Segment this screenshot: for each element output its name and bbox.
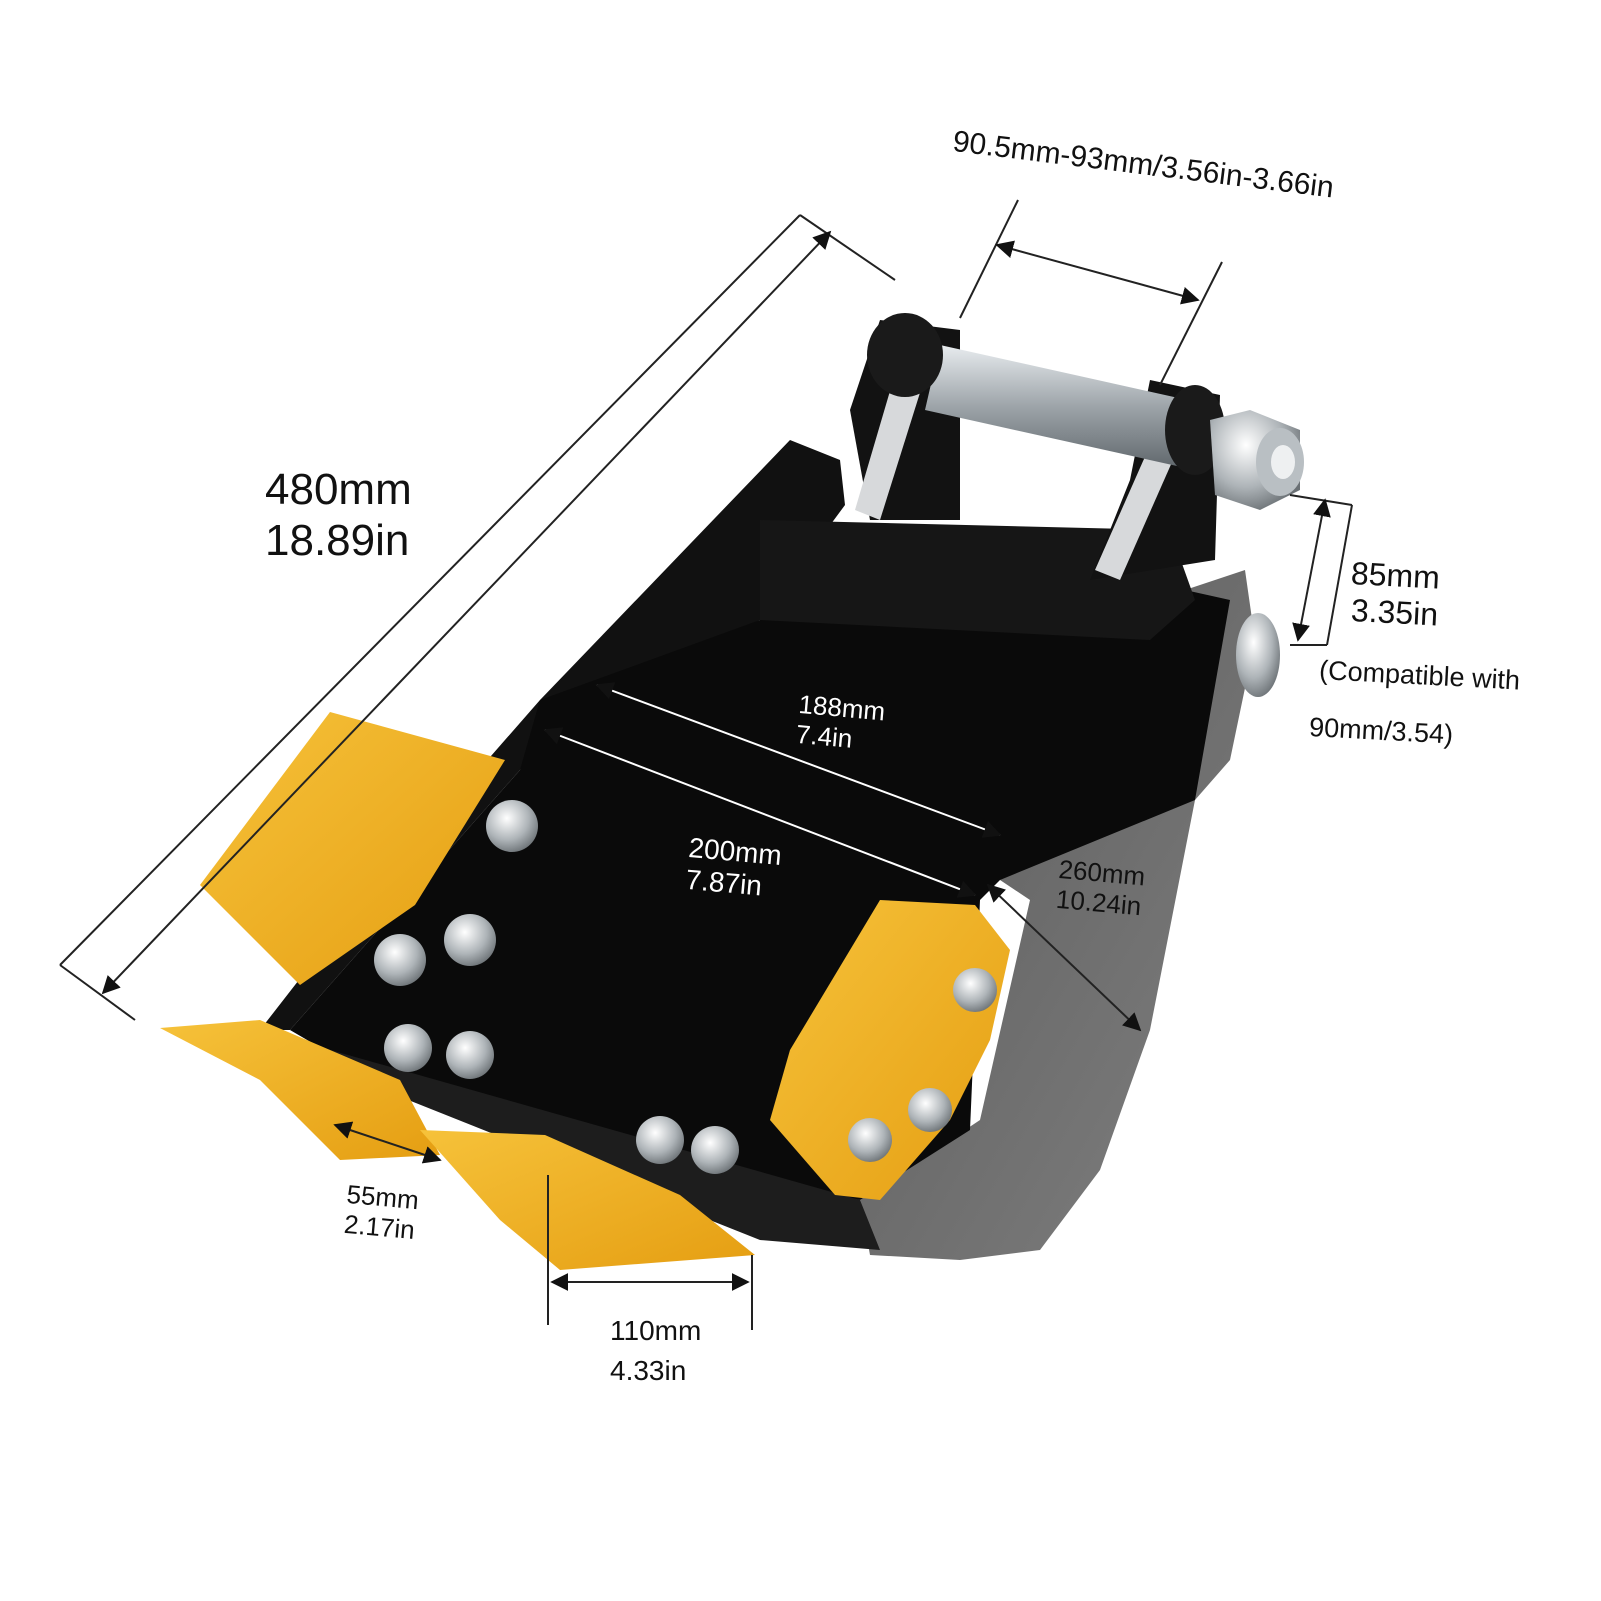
front-tooth-right xyxy=(420,1130,755,1270)
pin-nut-hole xyxy=(1271,445,1295,479)
length-in: 18.89in xyxy=(265,515,410,565)
length-label: 480mm 18.89in xyxy=(265,465,412,566)
tooth-width-in: 2.17in xyxy=(342,1208,417,1245)
inner-bottom-width-label: 200mm 7.87in xyxy=(684,832,783,904)
tooth-spacing-mm: 110mm xyxy=(610,1315,702,1346)
bucket-crossbar xyxy=(760,520,1195,640)
length-mm: 480mm xyxy=(265,465,412,514)
pin-end-right xyxy=(1165,385,1225,475)
lower-boss xyxy=(1236,613,1280,697)
tooth-bolt xyxy=(908,1088,952,1132)
dimension-lines xyxy=(59,199,1353,1330)
tooth-bolt xyxy=(953,968,997,1012)
pin-shaft xyxy=(925,345,1210,470)
pin-diameter-mm: 85mm xyxy=(1350,555,1441,596)
pin-diameter-in: 3.35in xyxy=(1350,591,1440,633)
inner-top-width-label: 188mm 7.4in xyxy=(795,689,887,757)
depth-label: 260mm 10.24in xyxy=(1055,854,1147,922)
tooth-spacing-in: 4.33in xyxy=(610,1355,687,1387)
side-tooth-right xyxy=(770,900,1010,1200)
pin-end-left xyxy=(867,313,943,397)
tooth-bolt xyxy=(848,1118,892,1162)
pin-diameter-label: 85mm 3.35in xyxy=(1350,555,1441,632)
tooth-spacing-label: 110mm 4.33in xyxy=(610,1315,701,1387)
tooth-width-label: 55mm 2.17in xyxy=(342,1179,420,1246)
cutting-edge xyxy=(260,1030,880,1250)
